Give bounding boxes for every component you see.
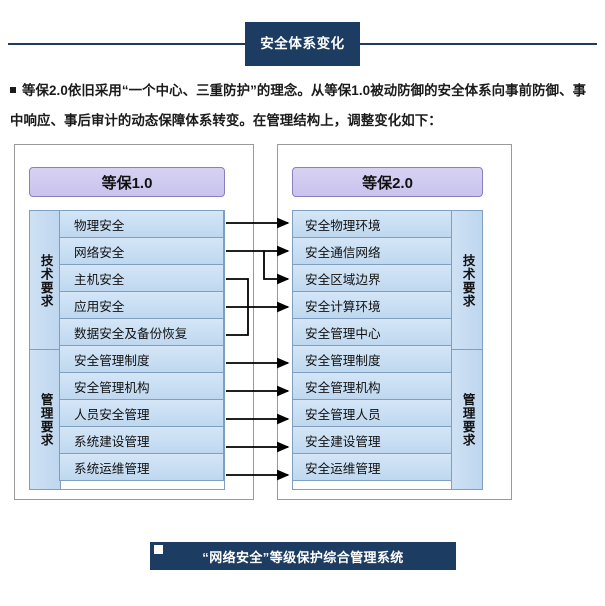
caption-notch-icon [154,545,163,554]
table-row[interactable]: 系统运维管理 [59,453,224,481]
left-rows-column: 物理安全 网络安全 主机安全 应用安全 数据安全及备份恢复 安全管理制度 安全管… [59,210,224,489]
table-row[interactable]: 安全建设管理 [292,426,452,454]
left-group-label-management-text: 管理要求 [38,392,53,447]
left-group-label-management: 管理要求 [29,349,61,490]
caption-text: “网络安全”等级保护综合管理系统 [202,549,404,565]
table-row[interactable]: 安全管理人员 [292,399,452,427]
panel-left-title: 等保1.0 [101,174,153,192]
table-row[interactable]: 安全物理环境 [292,210,452,238]
right-group-label-management: 管理要求 [451,349,483,490]
table-row[interactable]: 安全区域边界 [292,264,452,292]
panel-dengbao-2: 等保2.0 安全物理环境 安全通信网络 安全区域边界 安全计算环境 安全管理中心… [277,144,512,500]
table-row[interactable]: 安全管理机构 [292,372,452,400]
table-row[interactable]: 主机安全 [59,264,224,292]
table-row[interactable]: 安全管理机构 [59,372,224,400]
table-row[interactable]: 物理安全 [59,210,224,238]
panel-right-header: 等保2.0 [292,167,483,197]
page-title-box: 安全体系变化 [245,22,360,66]
architecture-diagram: 等保1.0 技术要求 管理要求 物理安全 网络安全 主机安全 应用安全 数据安全… [0,140,605,520]
bottom-caption: “网络安全”等级保护综合管理系统 [150,542,456,570]
left-group-label-technical-text: 技术要求 [38,253,53,308]
table-row[interactable]: 系统建设管理 [59,426,224,454]
table-row[interactable]: 安全运维管理 [292,453,452,481]
table-row[interactable]: 应用安全 [59,291,224,319]
table-row[interactable]: 安全管理中心 [292,318,452,346]
right-rows-column: 安全物理环境 安全通信网络 安全区域边界 安全计算环境 安全管理中心 安全管理制… [292,210,452,489]
table-row[interactable]: 数据安全及备份恢复 [59,318,224,346]
page-title: 安全体系变化 [260,36,345,52]
table-row[interactable]: 人员安全管理 [59,399,224,427]
table-row[interactable]: 安全管理制度 [59,345,224,373]
right-group-label-technical-text: 技术要求 [460,253,475,308]
right-label-column: 技术要求 管理要求 [451,210,483,490]
header-rule-right [356,43,597,45]
left-group-label-technical: 技术要求 [29,210,61,351]
panel-left-header: 等保1.0 [29,167,225,197]
square-bullet-icon [10,87,16,93]
table-row[interactable]: 安全通信网络 [292,237,452,265]
intro-paragraph: 等保2.0依旧采用“一个中心、三重防护”的理念。从等保1.0被动防御的安全体系向… [10,76,598,136]
right-group-label-technical: 技术要求 [451,210,483,351]
header-rule-left [8,43,249,45]
panel-dengbao-1: 等保1.0 技术要求 管理要求 物理安全 网络安全 主机安全 应用安全 数据安全… [14,144,254,500]
left-label-column: 技术要求 管理要求 [29,210,61,490]
intro-text: 等保2.0依旧采用“一个中心、三重防护”的理念。从等保1.0被动防御的安全体系向… [10,83,587,128]
table-row[interactable]: 安全计算环境 [292,291,452,319]
right-group-label-management-text: 管理要求 [460,392,475,447]
table-row[interactable]: 安全管理制度 [292,345,452,373]
left-table: 技术要求 管理要求 物理安全 网络安全 主机安全 应用安全 数据安全及备份恢复 … [29,210,225,490]
panel-right-title: 等保2.0 [362,174,413,192]
table-row[interactable]: 网络安全 [59,237,224,265]
right-table: 安全物理环境 安全通信网络 安全区域边界 安全计算环境 安全管理中心 安全管理制… [292,210,483,490]
page-header: 安全体系变化 [0,22,605,66]
